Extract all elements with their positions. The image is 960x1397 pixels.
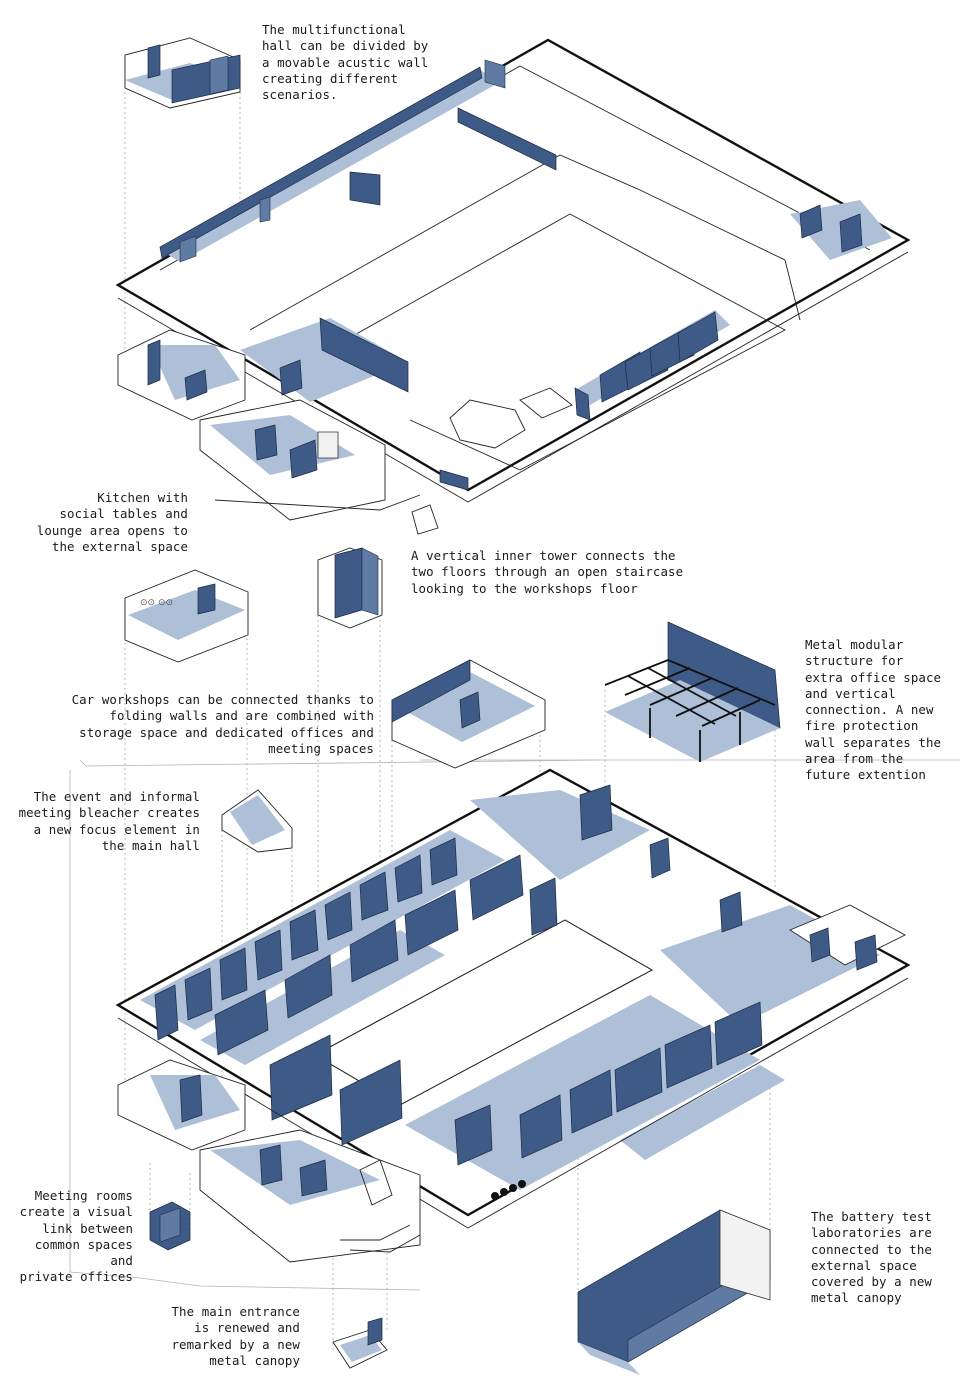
kitchen-vignette: ⊙⊙ ⊙⊙ bbox=[124, 569, 249, 663]
tower-annotation: A vertical inner tower connects the two … bbox=[411, 548, 684, 596]
workshops-annotation: Car workshops can be connected thanks to… bbox=[71, 692, 374, 756]
metal-structure-annotation: Metal modular structure for extra office… bbox=[805, 637, 942, 783]
bleacher-vignette bbox=[221, 789, 293, 853]
battery-labs-annotation: The battery test laboratories are connec… bbox=[811, 1209, 932, 1306]
svg-text:⊙⊙ ⊙⊙: ⊙⊙ ⊙⊙ bbox=[140, 598, 173, 608]
meeting-room-vignette bbox=[149, 1201, 191, 1251]
metal-structure-vignette bbox=[604, 621, 781, 762]
bottom-wing-rooms bbox=[269, 1001, 785, 1166]
workshops-vignette bbox=[391, 659, 546, 769]
left-wing-rooms bbox=[154, 837, 558, 1056]
kitchen-annotation: Kitchen with social tables and lounge ar… bbox=[36, 490, 188, 554]
tower-vignette bbox=[317, 547, 383, 629]
bleacher-annotation: The event and informal meeting bleacher … bbox=[18, 789, 200, 853]
upper-floor-plan bbox=[115, 38, 911, 503]
hall-annotation: The multifunctional hall can be divided … bbox=[262, 22, 429, 103]
upper-floor-base-wing bbox=[117, 329, 439, 535]
entrance-vignette bbox=[332, 1317, 388, 1369]
meeting-rooms-annotation: Meeting rooms create a visual link betwe… bbox=[19, 1188, 133, 1285]
lower-floor-entrance-wing bbox=[117, 1059, 526, 1263]
battery-labs-vignette bbox=[577, 1209, 771, 1375]
entrance-annotation: The main entrance is renewed and remarke… bbox=[171, 1304, 300, 1368]
separator-lines bbox=[69, 759, 960, 1291]
lower-floor-plan bbox=[115, 768, 911, 1229]
right-corner-rooms bbox=[719, 891, 906, 971]
hall-vignette bbox=[124, 37, 241, 109]
